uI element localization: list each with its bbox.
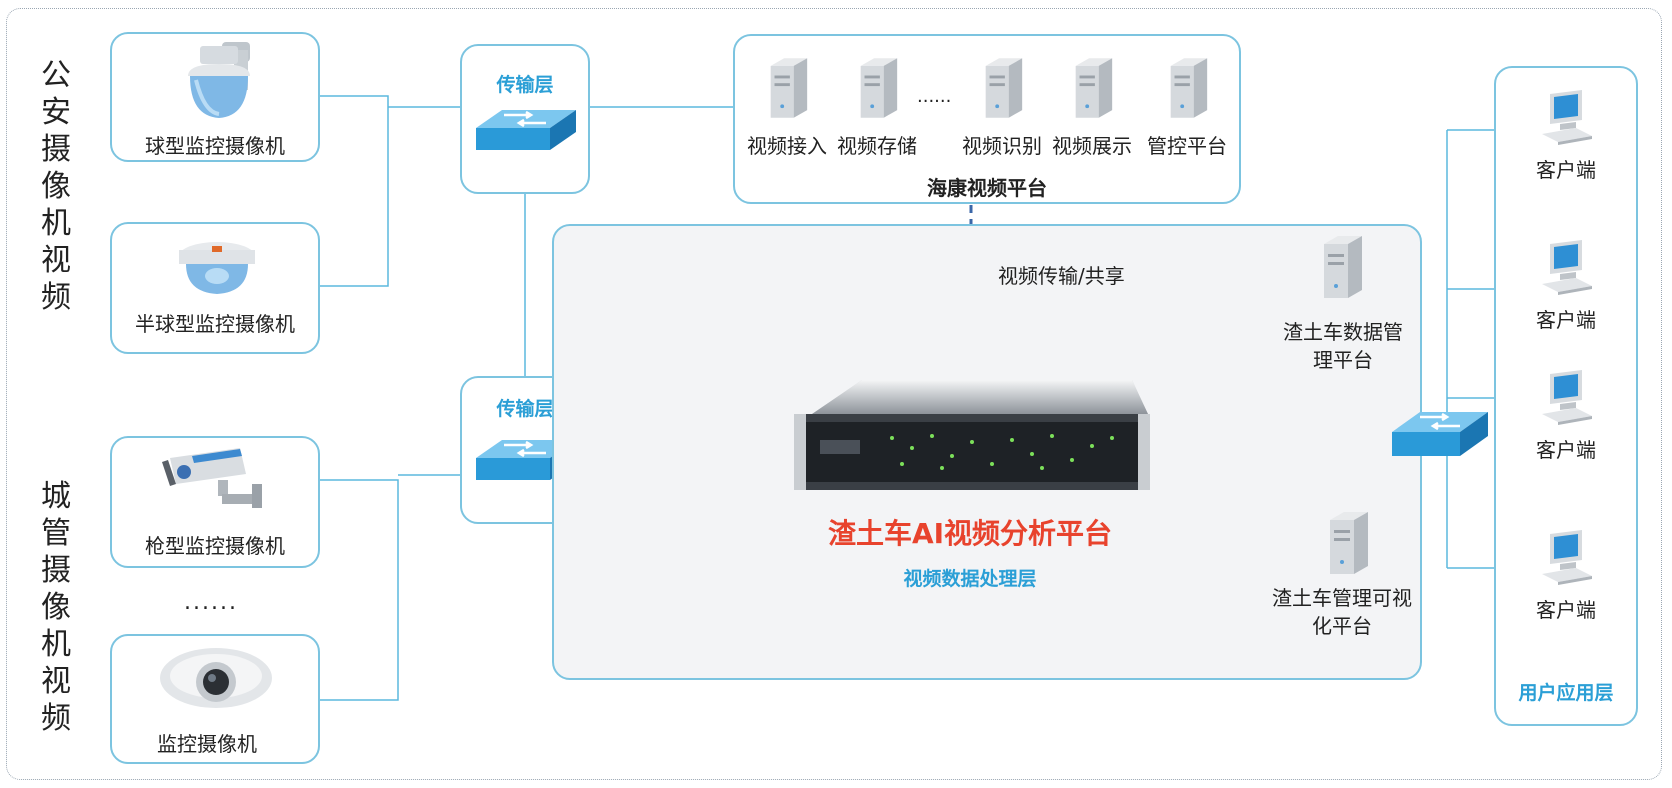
camera-ellipsis: ...... [184, 590, 238, 615]
dome-camera-icon [188, 42, 250, 118]
visual-platform-label: 渣土车管理可视化平台 [1272, 586, 1412, 638]
client-label: 客户端 [1536, 158, 1596, 182]
rack-server-icon [794, 380, 1150, 490]
police-group-label: 公安摄像机视频 [41, 58, 71, 315]
client-label: 客户端 [1536, 438, 1596, 462]
hik-server-label: 视频展示 [1052, 134, 1132, 158]
ai-platform-title: 渣土车AI视频分析平台 [827, 517, 1113, 550]
camera-box-generic: 监控摄像机 [110, 634, 320, 764]
diagram-frame [6, 8, 1662, 780]
client-label: 客户端 [1536, 308, 1596, 332]
bullet-camera-icon [162, 448, 262, 508]
desktop-computer-icon [1536, 530, 1596, 594]
hik-platform-title: 海康视频平台 [927, 176, 1047, 200]
server-icon [1324, 236, 1362, 298]
hik-server-label: 视频接入 [747, 134, 827, 158]
desktop-computer-icon [1536, 240, 1596, 304]
half-dome-camera-icon [179, 242, 255, 294]
server-icon [763, 56, 811, 124]
hik-ellipsis: ...... [917, 86, 952, 107]
link-label: 视频传输/共享 [998, 264, 1125, 288]
half-dome-camera-label: 半球型监控摄像机 [135, 312, 295, 336]
city-group-label: 城管摄像机视频 [41, 479, 71, 736]
server-icon [1068, 56, 1116, 124]
camera-box-bullet: 枪型监控摄像机 [110, 436, 320, 568]
hik-platform-box: ...... 海康视频平台 [733, 34, 1241, 204]
ai-platform-layer: 视频数据处理层 [903, 568, 1037, 590]
client-layer-label: 用户应用层 [1518, 682, 1614, 704]
transport-top-label: 传输层 [496, 74, 554, 96]
server-icon [978, 56, 1026, 124]
client-label: 客户端 [1536, 598, 1596, 622]
bullet-camera-label: 枪型监控摄像机 [145, 534, 285, 558]
switch-icon [1392, 412, 1488, 456]
desktop-computer-icon [1536, 90, 1596, 154]
transport-bottom-label: 传输层 [496, 398, 554, 420]
dome-camera-label: 球型监控摄像机 [145, 134, 285, 158]
ceiling-camera-icon [160, 648, 272, 708]
generic-camera-label: 监控摄像机 [157, 732, 257, 756]
server-icon [853, 56, 901, 124]
transport-box-top: 传输层 [460, 44, 590, 194]
camera-box-half-dome: 半球型监控摄像机 [110, 222, 320, 354]
server-icon [1163, 56, 1211, 124]
hik-server-label: 视频存储 [837, 134, 917, 158]
data-mgmt-label: 渣土车数据管理平台 [1283, 320, 1403, 372]
hik-server-label: 管控平台 [1147, 134, 1227, 158]
server-icon [1330, 512, 1368, 574]
switch-icon [476, 110, 576, 150]
desktop-computer-icon [1536, 370, 1596, 434]
camera-box-dome: 球型监控摄像机 [110, 32, 320, 162]
hik-server-label: 视频识别 [962, 134, 1042, 158]
